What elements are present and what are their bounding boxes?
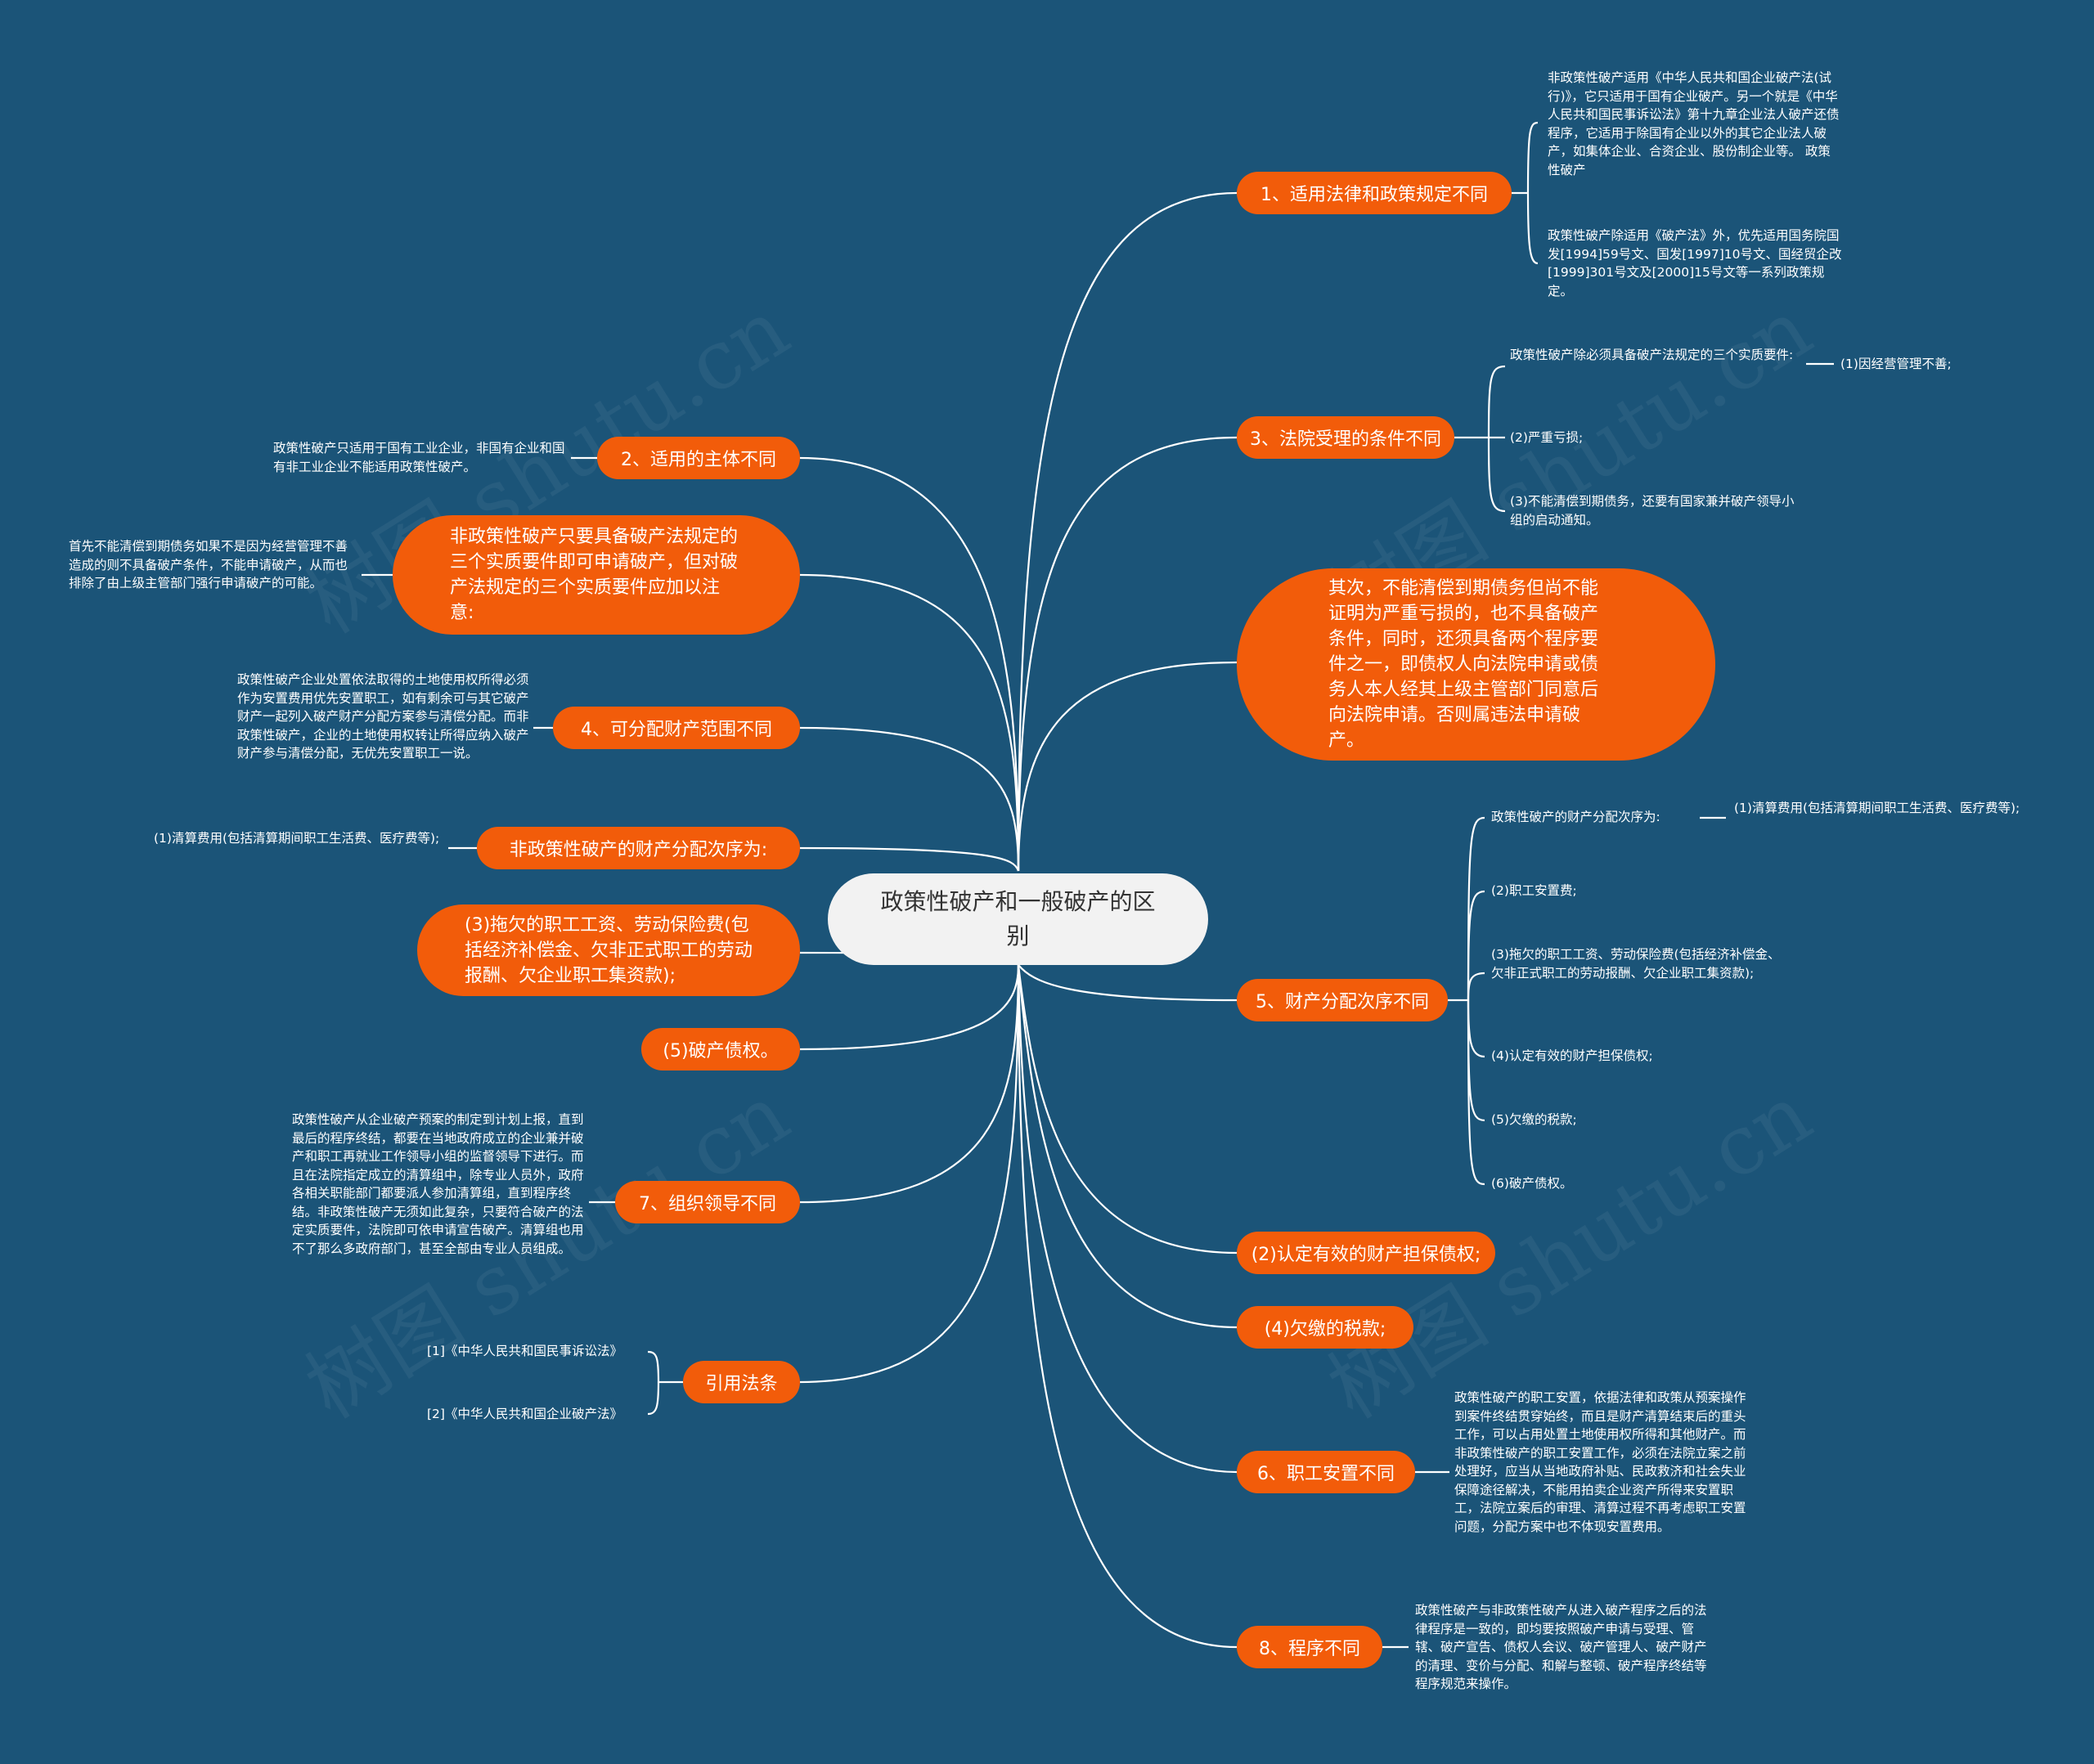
note-unpaid-wages: (3)拖欠的职工工资、劳动保险费(包括经济补偿金、欠非正式职工的劳动报酬、欠企业… <box>1491 947 1781 981</box>
item-label: (3)拖欠的职工工资、劳动保险费(包括经济补偿金、欠非正式职工的劳动报酬、欠企业… <box>465 914 753 986</box>
item-label: 非政策性破产的财产分配次序为: <box>509 840 768 860</box>
root-topic-label: 政策性破产和一般破产的区别 <box>880 888 1156 949</box>
note-secured-claims: (4)认定有效的财产担保债权; <box>1491 1048 1653 1063</box>
branch-label: 3、法院受理的条件不同 <box>1250 429 1441 450</box>
branch-label: 引用法条 <box>705 1374 778 1394</box>
note-bankruptcy-law: [2]《中华人民共和国企业破产法》 <box>427 1407 622 1421</box>
note-leadership-detail: 政策性破产从企业破产预案的制定到计划上报，直到最后的程序终结，都要在当地政府成立… <box>292 1112 584 1256</box>
note-clearing-fees: (1)清算费用(包括清算期间职工生活费、医疗费等); <box>1734 801 2020 815</box>
note-procedure-detail: 政策性破产与非政策性破产从进入破产程序之后的法律程序是一致的，即均要按照破产申请… <box>1415 1603 1707 1691</box>
note-policy-law: 政策性破产除适用《破产法》外，优先适用国务院国发[1994]59号文、国发[19… <box>1548 228 1842 298</box>
item-unpaid-wages[interactable]: (3)拖欠的职工工资、劳动保险费(包括经济补偿金、欠非正式职工的劳动报酬、欠企业… <box>417 904 800 996</box>
note-assets-detail: 政策性破产企业处置依法取得的土地使用权所得必须作为安置费用优先安置职工，如有剩余… <box>237 672 529 761</box>
item-label: (5)破产债权。 <box>663 1041 779 1062</box>
note-three-requirements: 政策性破产除必须具备破产法规定的三个实质要件: <box>1510 348 1794 362</box>
branch-label: 7、组织领导不同 <box>639 1194 776 1214</box>
branch-cited-laws[interactable]: 引用法条 <box>683 1361 800 1403</box>
note-policy-order: 政策性破产的财产分配次序为: <box>1491 810 1660 824</box>
note-bankruptcy-claims: (6)破产债权。 <box>1491 1176 1573 1191</box>
branch-label: 6、职工安置不同 <box>1257 1464 1395 1484</box>
item-label: (4)欠缴的税款; <box>1264 1319 1386 1340</box>
note-nonpolicy-clearing-fees: (1)清算费用(包括清算期间职工生活费、医疗费等); <box>154 831 440 846</box>
note-first-condition: 首先不能清偿到期债务如果不是因为经营管理不善造成的则不具备破产条件，不能申请破产… <box>69 539 348 590</box>
item-nonpolicy-order[interactable]: 非政策性破产的财产分配次序为: <box>477 827 800 869</box>
branch-distributable-assets[interactable]: 4、可分配财产范围不同 <box>553 707 800 749</box>
note-subject-detail: 政策性破产只适用于国有工业企业，非国有企业和国有非工业企业不能适用政策性破产。 <box>273 441 565 474</box>
branch-label: 5、财产分配次序不同 <box>1256 992 1429 1012</box>
bubble-second-condition[interactable]: 其次，不能清偿到期债务但尚不能证明为严重亏损的，也不具备破产条件，同时，还须具备… <box>1237 568 1715 761</box>
branch-label: 1、适用法律和政策规定不同 <box>1260 185 1488 205</box>
note-nonpolicy-law: 非政策性破产适用《中华人民共和国企业破产法(试行)》，它只适用于国有企业破产。另… <box>1548 70 1840 177</box>
item-unpaid-taxes[interactable]: (4)欠缴的税款; <box>1237 1306 1413 1349</box>
branch-distribution-order[interactable]: 5、财产分配次序不同 <box>1237 979 1448 1021</box>
note-poor-management: (1)因经营管理不善; <box>1840 357 1952 371</box>
branch-acceptance-conditions[interactable]: 3、法院受理的条件不同 <box>1237 416 1454 459</box>
bubble-nonpolicy-requirements[interactable]: 非政策性破产只要具备破产法规定的三个实质要件即可申请破产，但对破产法规定的三个实… <box>393 515 800 635</box>
branch-applicable-law[interactable]: 1、适用法律和政策规定不同 <box>1237 172 1512 214</box>
branch-employee-resettlement[interactable]: 6、职工安置不同 <box>1237 1451 1415 1493</box>
branch-label: 4、可分配财产范围不同 <box>581 720 772 740</box>
root-topic[interactable]: 政策性破产和一般破产的区别 <box>828 873 1208 965</box>
item-secured-claims[interactable]: (2)认定有效的财产担保债权; <box>1237 1232 1495 1274</box>
note-resettlement-detail: 政策性破产的职工安置，依据法律和政策从预案操作到案件终结贯穿始终，而且是财产清算… <box>1454 1390 1746 1534</box>
branch-applicable-subject[interactable]: 2、适用的主体不同 <box>597 437 800 479</box>
note-resettlement-fees: (2)职工安置费; <box>1491 883 1577 898</box>
item-bankruptcy-claims[interactable]: (5)破产债权。 <box>641 1028 800 1071</box>
branch-label: 2、适用的主体不同 <box>621 450 776 470</box>
note-unpaid-taxes: (5)欠缴的税款; <box>1491 1112 1577 1127</box>
branch-organization-leadership[interactable]: 7、组织领导不同 <box>615 1181 800 1223</box>
bubble-label: 非政策性破产只要具备破产法规定的三个实质要件即可申请破产，但对破产法规定的三个实… <box>450 527 739 623</box>
branch-procedure[interactable]: 8、程序不同 <box>1237 1626 1382 1668</box>
note-serious-loss: (2)严重亏损; <box>1510 430 1584 445</box>
item-label: (2)认定有效的财产担保债权; <box>1251 1245 1481 1265</box>
note-cannot-repay: (3)不能清偿到期债务，还要有国家兼并破产领导小组的启动通知。 <box>1510 494 1795 527</box>
branch-label: 8、程序不同 <box>1259 1639 1360 1659</box>
note-civil-procedure-law: [1]《中华人民共和国民事诉讼法》 <box>427 1344 622 1358</box>
bubble-label: 其次，不能清偿到期债务但尚不能证明为严重亏损的，也不具备破产条件，同时，还须具备… <box>1328 578 1599 751</box>
